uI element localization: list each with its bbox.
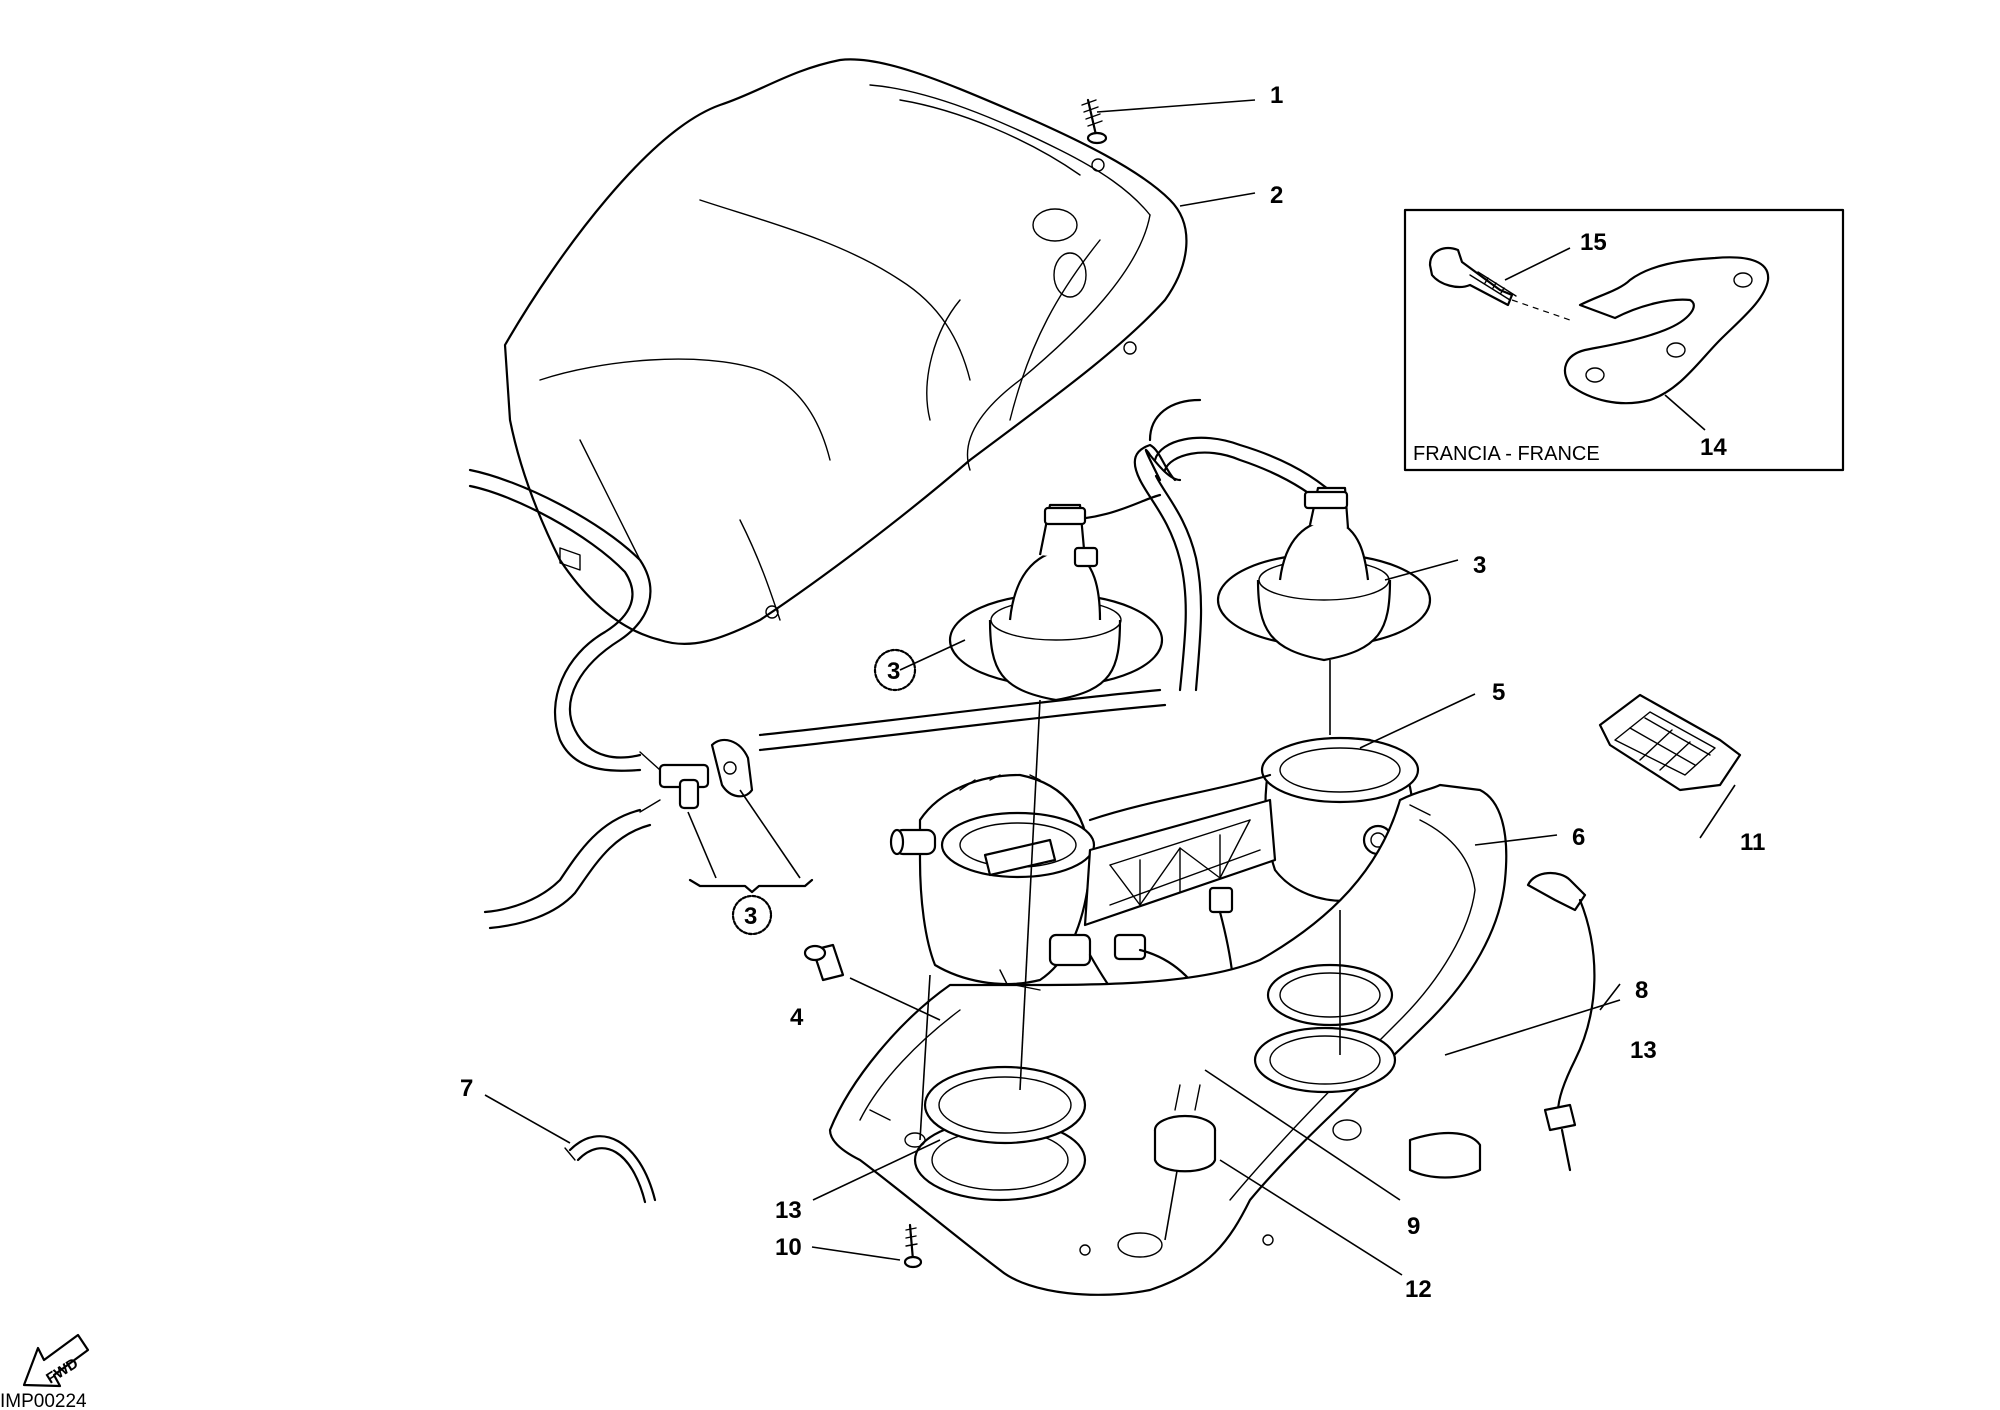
clamp-7 [564,1135,657,1204]
intake-funnel-left [948,503,1164,702]
callout-15: 15 [1580,229,1607,256]
sensor-8 [1526,872,1596,1172]
callout-14: 14 [1700,434,1727,461]
inset-france [1403,208,1845,472]
t-connector [639,738,754,813]
screw-1 [1081,98,1108,145]
callout-7: 7 [460,1075,473,1102]
callout-10: 10 [775,1234,802,1261]
gasket-right [1266,963,1394,1027]
brace-3 [687,789,814,936]
screw-10 [903,1223,923,1269]
bolt-4 [803,943,845,982]
intake-funnel-right [1216,486,1432,662]
callout-13-right: 13 [1630,1037,1657,1064]
grommet-12 [1153,1084,1217,1173]
callout-13-left: 13 [775,1197,802,1224]
fwd-arrow: FWD [22,1333,90,1387]
image-code: IMP00224 [0,1391,87,1410]
callout-5: 5 [1492,679,1505,706]
callout-8: 8 [1635,977,1648,1004]
callout-4: 4 [790,1004,804,1031]
callout-numbers: 1 2 3 3 3 4 5 6 7 8 9 10 11 12 13 13 14 … [460,82,1765,1303]
callout-3-right: 3 [1473,552,1486,579]
callout-3-brace: 3 [744,903,757,930]
callout-1: 1 [1270,82,1283,109]
callout-3-left: 3 [887,658,900,685]
callout-3-left-circle [873,648,917,692]
callout-12: 12 [1405,1276,1432,1303]
airbox-base [828,783,1508,1296]
callout-9: 9 [1407,1213,1420,1240]
callout-11: 11 [1740,829,1765,856]
callout-6: 6 [1572,824,1585,851]
callout-leaders [484,99,1736,1276]
gasket-left [923,1065,1087,1145]
airbox-cover [503,58,1188,646]
callout-2: 2 [1270,182,1283,209]
filter-11 [1598,693,1742,792]
inset-label: FRANCIA - FRANCE [1413,443,1600,465]
breather-hoses [468,398,1342,930]
